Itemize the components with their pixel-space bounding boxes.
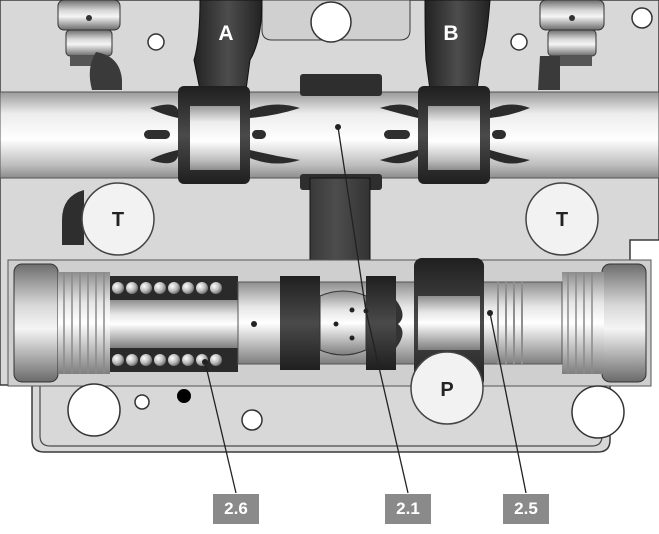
spring-rod [110, 300, 240, 348]
port-t-right-circle [525, 182, 599, 256]
bore-hole [571, 385, 625, 439]
shaft-slot [252, 130, 266, 139]
spool-land [366, 276, 396, 370]
leader-line-2-6 [204, 361, 237, 494]
port-p-circle [410, 351, 484, 425]
shaft-center-collar [300, 74, 382, 96]
spool-land [280, 276, 320, 370]
left-lower-notch [62, 190, 84, 245]
spool-flute [396, 300, 403, 348]
end-cap-left [13, 263, 110, 383]
port-label-t-left: T [112, 209, 124, 231]
spool-collar-right-inner [418, 296, 480, 350]
end-cap-right [562, 263, 647, 383]
leader-line-2-5 [489, 312, 527, 494]
callout-2-1: 2.1 [385, 494, 431, 524]
bore-hole [147, 33, 165, 51]
bore-hole [241, 409, 263, 431]
leader-line-2-1 [365, 310, 409, 494]
fitting-left [57, 0, 121, 66]
shaft-slot [384, 130, 410, 139]
shaft-slot [492, 130, 506, 139]
port-t-left-circle [81, 182, 155, 256]
bore-hole [177, 389, 191, 403]
spool-port [333, 321, 339, 327]
collar-b [380, 86, 530, 184]
bore-hole [631, 7, 653, 29]
spool-neck [319, 290, 367, 356]
bore-hole [134, 394, 150, 410]
bore-hole [67, 383, 121, 437]
right-channel [538, 56, 560, 90]
bore-hole [310, 1, 352, 43]
shaft-slot [144, 130, 170, 139]
collar-a [150, 86, 300, 184]
bore-hole [510, 33, 528, 51]
pointer-dot [251, 321, 257, 327]
port-label-a: A [218, 22, 233, 45]
leader-line-upper [337, 126, 367, 312]
port-label-p: P [440, 379, 453, 401]
left-channel [89, 52, 122, 90]
callout-2-5: 2.5 [503, 494, 549, 524]
port-label-t-right: T [556, 209, 568, 231]
fitting-right [539, 0, 605, 66]
port-label-b: B [443, 22, 458, 45]
spring-coils [112, 282, 222, 366]
callout-2-6: 2.6 [213, 494, 259, 524]
lower-body-outline [39, 385, 603, 447]
spool-port [349, 335, 355, 341]
spool-port [349, 307, 355, 313]
plunger-rings [497, 282, 523, 364]
upper-shaft [0, 91, 659, 179]
